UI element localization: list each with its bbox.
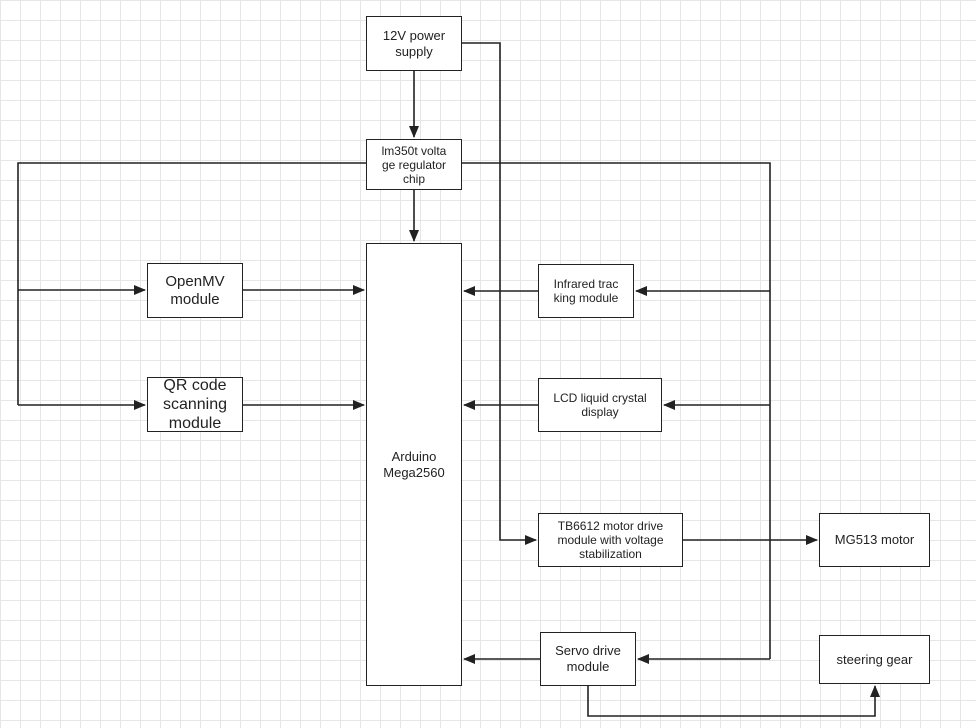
- lcd-label-line-2: display: [581, 405, 619, 419]
- qr-label-line-1: QR code: [163, 377, 227, 394]
- servo-label-line-1: Servo drive: [555, 643, 621, 658]
- power-supply-label-line-2: supply: [395, 43, 433, 59]
- arduino-label-line-1: Arduino: [391, 448, 437, 464]
- openmv-label-line-1: OpenMV: [165, 272, 225, 290]
- gear-label: steering gear: [836, 651, 913, 667]
- openmv-label-line-2: module: [170, 290, 220, 308]
- wire-regulator-right-bus: [462, 162, 771, 659]
- regulator-label-line-3: chip: [402, 171, 425, 186]
- wire-servo-to-gear: [587, 685, 880, 717]
- steering-gear-node: steering gear: [819, 635, 930, 684]
- qr-label-line-3: module: [168, 415, 222, 432]
- wire-regulator-left-bus: [17, 162, 366, 405]
- tb6612-label-line-1: TB6612 motor drive: [557, 519, 664, 533]
- regulator-label-line-1: lm350t volta: [381, 143, 447, 158]
- infrared-label-line-1: Infrared trac: [553, 277, 619, 291]
- mg513-motor-node: MG513 motor: [819, 513, 930, 567]
- infrared-label-line-2: king module: [553, 291, 619, 305]
- regulator-label-line-2: ge regulator: [381, 157, 447, 172]
- motor-label: MG513 motor: [834, 532, 915, 547]
- servo-label-line-2: module: [566, 659, 610, 674]
- power-supply-label-line-1: 12V power: [382, 27, 446, 43]
- tb6612-label-line-3: stabilization: [579, 547, 642, 561]
- arduino-label-line-2: Mega2560: [383, 464, 445, 480]
- lcd-label-line-1: LCD liquid crystal: [553, 391, 647, 405]
- qr-scanner-node: QR code scanning module: [147, 377, 243, 432]
- qr-label-line-2: scanning: [162, 396, 228, 413]
- tb6612-label-line-2: module with voltage: [557, 533, 664, 547]
